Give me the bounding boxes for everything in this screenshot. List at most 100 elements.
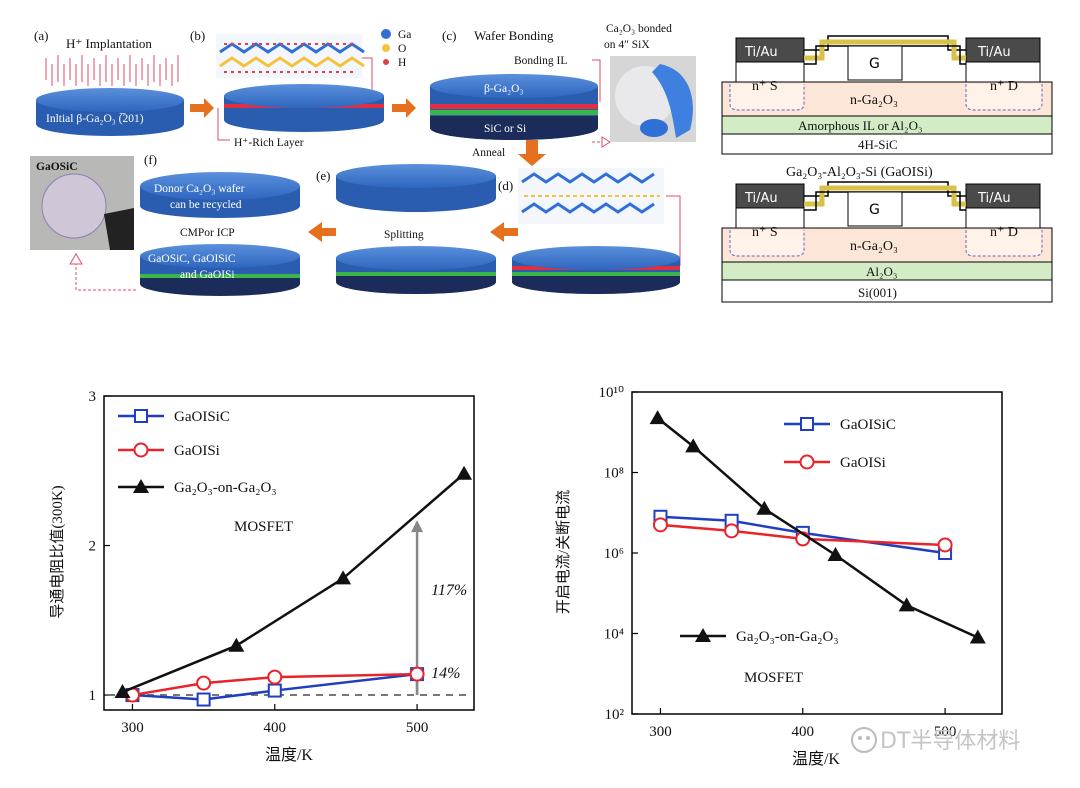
crystal-lattice-icon xyxy=(216,34,365,78)
x-tick-label: 500 xyxy=(934,724,957,740)
contact-left-label: Ti/Au xyxy=(744,191,778,206)
split-pointer xyxy=(666,195,681,266)
x-tick-label: 300 xyxy=(121,720,144,736)
legend-marker-circle xyxy=(133,442,149,458)
legend-label: Ga₂O₃-on-Ga₂O₃ xyxy=(736,629,839,645)
series-line-circle xyxy=(660,523,946,547)
wafer-bonded xyxy=(430,74,598,140)
gate-label: G xyxy=(869,202,880,218)
interlayer-label: Amorphous IL or Al₂O₃ xyxy=(798,118,923,133)
panel-c-title: Wafer Bonding xyxy=(474,28,554,43)
arrow-right-icon xyxy=(190,98,214,118)
series-line-square xyxy=(132,672,418,701)
y-tick-label: 3 xyxy=(89,389,97,405)
legend-label: Ga₂O₃-on-Ga₂O₃ xyxy=(174,480,277,496)
substrate-label: Si(001) xyxy=(858,285,897,300)
panel-e-label: (e) xyxy=(316,168,330,183)
contact-right-label: Ti/Au xyxy=(977,191,1011,206)
x-tick-label: 500 xyxy=(406,720,429,736)
arrow-head-icon xyxy=(411,520,424,533)
data-point-triangle xyxy=(685,438,702,453)
drain-label: n⁺ D xyxy=(990,79,1018,94)
y-tick-label: 2 xyxy=(89,539,97,555)
legend-marker-circle xyxy=(799,454,815,470)
wafer-top-label: β-Ga₂O₃ xyxy=(484,83,523,95)
arrow-label: 117% xyxy=(431,582,467,599)
data-point-triangle xyxy=(969,629,986,644)
legend-ga: Ga xyxy=(398,29,411,41)
substrate-label: 4H-SiC xyxy=(858,137,898,152)
panel-a-title: H⁺ Implantation xyxy=(66,36,152,51)
bonding-pointer xyxy=(592,59,601,102)
donor-line-2: can be recycled xyxy=(170,199,242,211)
data-point-triangle xyxy=(827,547,844,562)
data-point-square xyxy=(196,692,211,707)
contact-left-label: Ti/Au xyxy=(744,45,778,60)
data-point-triangle xyxy=(456,465,473,480)
legend-h: H xyxy=(398,57,406,69)
y-tick-label: 1 xyxy=(89,688,97,704)
legend-marker-triangle xyxy=(695,628,711,642)
legend-label: GaOISi xyxy=(840,455,886,471)
atom-legend: Ga O H xyxy=(381,29,411,69)
gate-label: G xyxy=(869,56,880,72)
x-axis-label: 温度/K xyxy=(265,746,313,764)
initial-wafer-label: Inltial β-Ga₂O₃ (̅201) xyxy=(46,112,144,125)
ga-atom-icon xyxy=(381,29,391,39)
legend-label: GaOISiC xyxy=(840,417,896,433)
panel-b-label: (b) xyxy=(190,28,205,43)
wechat-icon xyxy=(851,727,877,753)
o-atom-icon xyxy=(382,44,390,52)
panel-d-label: (d) xyxy=(498,178,513,193)
watermark: DT半导体材料 xyxy=(851,727,1020,754)
y-axis-label: 开启电流/关断电流 xyxy=(555,490,572,614)
bonding-il-label: Bonding IL xyxy=(514,55,567,67)
h-atom-icon xyxy=(383,59,389,65)
lattice-pointer xyxy=(362,57,373,92)
y-tick-label: 10⁶ xyxy=(604,546,624,562)
arrow-left-icon xyxy=(308,222,336,242)
contact-right-label: Ti/Au xyxy=(977,45,1011,60)
chart-annotation: MOSFET xyxy=(234,519,293,535)
data-point-triangle xyxy=(898,597,915,612)
panel-c-label: (c) xyxy=(442,28,456,43)
splitting-label: Splitting xyxy=(384,229,424,241)
plot-frame xyxy=(103,395,475,711)
product-line-1: GaOSiC, GaOISiC xyxy=(148,253,236,265)
source-label: n⁺ S xyxy=(752,225,778,240)
data-point-triangle xyxy=(114,684,131,699)
h-rich-pointer xyxy=(217,108,230,141)
arrow-left-icon xyxy=(490,222,518,242)
wafer-annealed xyxy=(512,246,680,294)
channel-label: n-Ga₂O₃ xyxy=(850,93,898,108)
legend-marker-square xyxy=(800,417,814,431)
photo-caption-2: on 4″ SiX xyxy=(604,39,650,51)
x-axis-label: 温度/K xyxy=(792,750,840,768)
hollow-arrow-icon xyxy=(601,136,611,148)
channel-label: n-Ga₂O₃ xyxy=(850,239,898,254)
panel-a-label: (a) xyxy=(34,28,48,43)
data-point-circle xyxy=(196,675,212,691)
legend-marker-triangle xyxy=(133,479,149,493)
return-pointer xyxy=(75,262,136,291)
product-line-2: and GaOISi xyxy=(180,269,235,281)
h-rich-layer-label: H⁺-Rich Layer xyxy=(234,137,304,149)
series-line-triangle xyxy=(656,417,979,639)
source-label: n⁺ S xyxy=(752,79,778,94)
wafer-donor xyxy=(140,172,300,218)
crystal-split-icon xyxy=(518,168,664,224)
chart-annotation: MOSFET xyxy=(744,670,803,686)
data-point-triangle xyxy=(756,500,773,515)
cmp-label: CMPor ICP xyxy=(180,227,235,239)
data-point-triangle xyxy=(228,637,245,652)
y-tick-label: 10¹⁰ xyxy=(598,385,624,401)
device-gaoisic: Ti/Au Ti/Au G n⁺ S n⁺ D n-Ga₂O₃ Amorphou… xyxy=(721,35,1053,155)
x-tick-label: 400 xyxy=(792,724,815,740)
photo-gaosic xyxy=(30,156,134,250)
y-tick-label: 10⁴ xyxy=(604,627,624,643)
legend-label: GaOISi xyxy=(174,443,220,459)
legend-o: O xyxy=(398,43,406,55)
panel-f-label: (f) xyxy=(144,152,157,167)
